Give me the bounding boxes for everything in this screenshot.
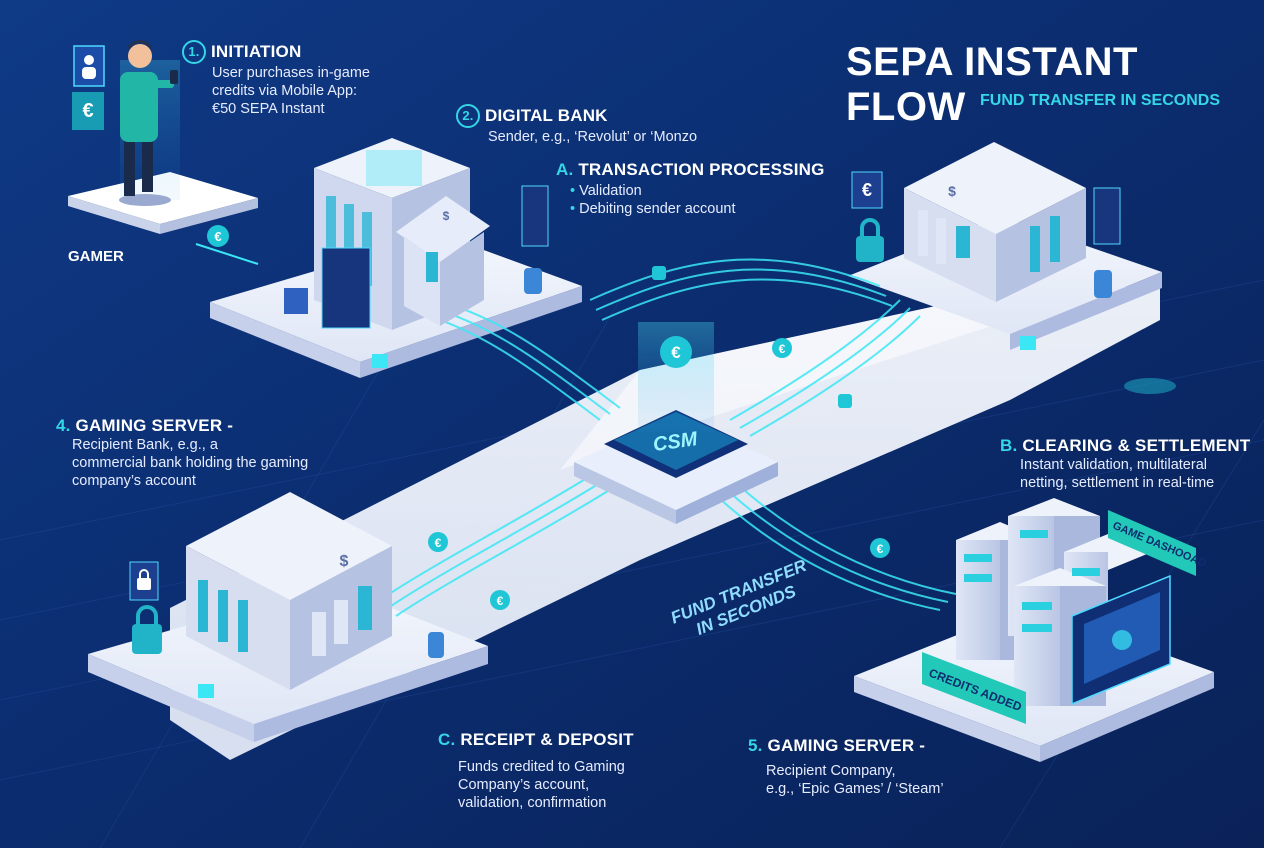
stream-euro-coin-2: € (772, 338, 792, 358)
recipient-bank-lock-icon-top (129, 561, 159, 601)
stream-euro-coin-5: € (870, 538, 890, 558)
svg-text:€: € (497, 594, 504, 608)
step-initiation-line: €50 SEPA Instant (212, 101, 325, 117)
gamer-figure (119, 40, 180, 206)
step-gaming-server-company: 5. GAMING SERVER - Recipient Company, e.… (748, 736, 944, 798)
svg-text:€: € (214, 229, 221, 244)
svg-text:$: $ (340, 553, 349, 570)
step-gaming-server-bank-number: 4. (56, 416, 71, 435)
step-clearing-settlement-number: B. (1000, 436, 1018, 455)
step-clearing-settlement-line: netting, settlement in real-time (1020, 475, 1215, 491)
gamer-user-icon (73, 45, 105, 87)
gamer-to-bank-arrow (195, 243, 259, 265)
company-bank-building: $ (904, 142, 1086, 302)
step-transaction-processing-bullet: Debiting sender account (570, 200, 825, 218)
step-initiation-line: User purchases in-game (212, 65, 370, 81)
step-gaming-server-bank-title: GAMING SERVER - (75, 416, 234, 435)
stream-lock-icon-2 (838, 394, 852, 408)
step-gaming-server-company-line: Recipient Company, (766, 763, 896, 779)
step-initiation: 1. INITIATION User purchases in-game cred… (182, 40, 370, 118)
csm-euro-coin (660, 336, 692, 368)
recipient-bank-database (428, 632, 444, 658)
company-bank-euro-icon: € (851, 171, 883, 209)
svg-text:€: € (877, 542, 884, 556)
step-transaction-processing-number: A. (556, 160, 574, 179)
glow-pad (1124, 378, 1176, 394)
main-title: SEPA INSTANT FLOW (846, 40, 1138, 129)
gamer-label: GAMER (68, 248, 124, 265)
stream-lock-icon-1 (652, 266, 666, 280)
step-gaming-server-bank-line: company’s account (72, 473, 196, 489)
digital-bank-screen (321, 247, 371, 329)
game-screen (1071, 574, 1171, 706)
step-gaming-server-company-number: 5. (748, 736, 763, 755)
step-transaction-processing: A. TRANSACTION PROCESSING Validation Deb… (556, 160, 825, 218)
digital-bank-building: $ (314, 138, 490, 330)
digital-bank-node (372, 354, 388, 368)
step-digital-bank: 2. DIGITAL BANK Sender, e.g., ‘Revolut’ o… (456, 104, 697, 146)
digital-bank-server-icon (284, 288, 308, 314)
recipient-bank-node (198, 684, 214, 698)
step-receipt-deposit: C. RECEIPT & DEPOSIT Funds credited to G… (438, 730, 634, 812)
company-bank-lock-icon (856, 218, 884, 262)
step-initiation-title: INITIATION (211, 42, 302, 61)
stream-euro-coin-4: € (490, 590, 510, 610)
step-receipt-deposit-line: Company’s account, (458, 777, 590, 793)
step-clearing-settlement: B. CLEARING & SETTLEMENT Instant validat… (1000, 436, 1250, 492)
step-initiation-number: 1. (182, 40, 206, 64)
step-gaming-server-company-title: GAMING SERVER - (767, 736, 926, 755)
step-receipt-deposit-number: C. (438, 730, 456, 749)
company-bank-panel (1093, 187, 1121, 245)
stream-euro-coin-3: € (428, 532, 448, 552)
recipient-bank-lock-icon (132, 605, 162, 654)
step-digital-bank-title: DIGITAL BANK (485, 106, 608, 125)
step-receipt-deposit-line: validation, confirmation (458, 795, 607, 811)
step-clearing-settlement-line: Instant validation, multilateral (1020, 457, 1207, 473)
digital-bank-panel (521, 185, 549, 247)
csm-euro-icon: € (671, 343, 681, 362)
step-gaming-server-bank-line: Recipient Bank, e.g., a (72, 437, 218, 453)
gamer-euro-icon: € (72, 92, 104, 130)
step-transaction-processing-title: TRANSACTION PROCESSING (578, 160, 825, 179)
csm-chip: € CSM (574, 322, 778, 524)
digital-bank-database (524, 268, 542, 294)
step-clearing-settlement-title: CLEARING & SETTLEMENT (1022, 436, 1251, 455)
svg-text:$: $ (948, 183, 956, 199)
step-receipt-deposit-line: Funds credited to Gaming (458, 759, 625, 775)
company-bank-database (1094, 270, 1112, 298)
step-transaction-processing-bullet: Validation (570, 182, 825, 200)
step-initiation-line: credits via Mobile App: (212, 83, 358, 99)
svg-text:€: € (82, 100, 93, 122)
main-subtitle: FUND TRANSFER IN SECONDS (980, 92, 1221, 109)
svg-text:€: € (435, 536, 442, 550)
transfer-coin-1: € (207, 225, 229, 247)
company-bank-node (1020, 336, 1036, 350)
step-gaming-server-bank: 4. GAMING SERVER - Recipient Bank, e.g.,… (56, 416, 308, 490)
step-gaming-server-bank-line: commercial bank holding the gaming (72, 455, 309, 471)
svg-text:$: $ (443, 209, 450, 223)
svg-text:€: € (862, 180, 872, 200)
svg-text:€: € (779, 342, 786, 356)
step-digital-bank-number: 2. (456, 104, 480, 128)
step-receipt-deposit-title: RECEIPT & DEPOSIT (460, 730, 634, 749)
step-digital-bank-line: Sender, e.g., ‘Revolut’ or ‘Monzo (488, 129, 698, 145)
step-gaming-server-company-line: e.g., ‘Epic Games’ / ‘Steam’ (766, 781, 944, 797)
recipient-bank-building: $ (186, 492, 392, 690)
